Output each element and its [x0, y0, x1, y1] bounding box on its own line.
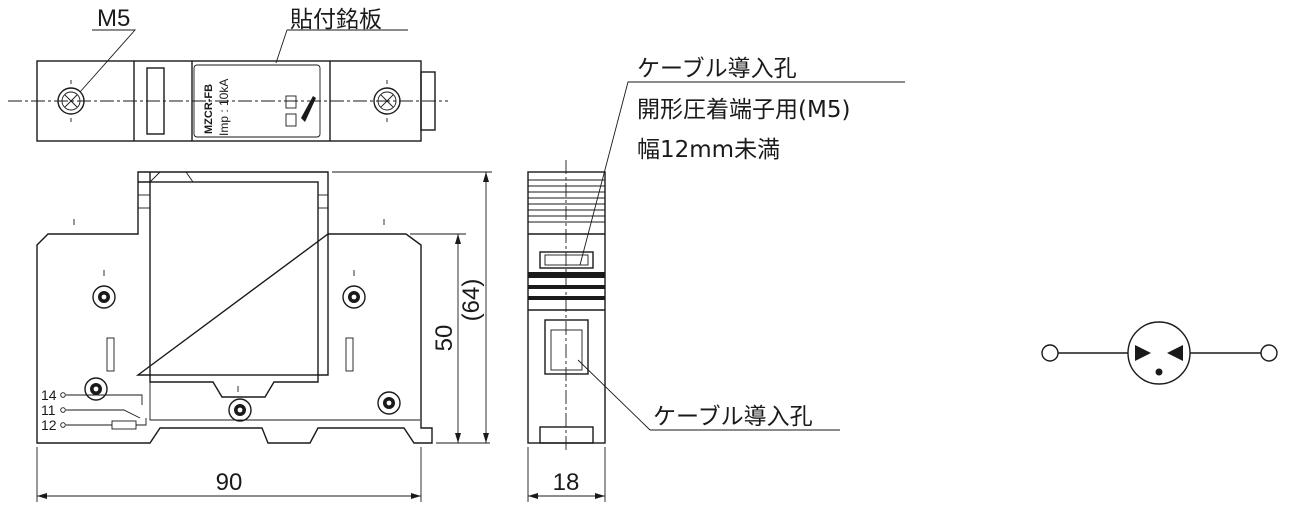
front-cartridge-outline [135, 172, 329, 398]
top-right-tab [420, 71, 436, 131]
cable-note-leader [579, 81, 905, 266]
screw-leader-line [79, 29, 137, 93]
lever-slot [146, 67, 165, 135]
front-view: 14 11 12 90 50 (64) [36, 171, 492, 502]
side-width-dimension: 18 [553, 469, 580, 496]
terminal-screw-icon-2 [342, 285, 366, 309]
side-vent-ribs [528, 179, 605, 223]
cable-hole-leader [577, 359, 840, 431]
cable-note-line-3: 幅12mm未満 [637, 137, 780, 163]
nameplate-leader-line [275, 29, 288, 64]
nameplate-model-text: MZCR-FB [203, 84, 215, 134]
side-dark-band-1 [528, 272, 605, 278]
terminal-label-12: 12 [41, 417, 57, 433]
symbol-arrow-left [1135, 345, 1151, 361]
nameplate-logo [301, 96, 316, 122]
front-cartridge-top [149, 171, 194, 183]
symbol-arrow-right [1167, 345, 1183, 361]
spd-symbol [1041, 321, 1278, 385]
cable-hole-lower [544, 319, 589, 375]
width-dimension: 90 [216, 469, 243, 496]
nameplate-label: 貼付銘板 [290, 7, 382, 33]
terminal-screw-icon-1 [92, 285, 116, 309]
terminal-screw-icon-4 [377, 391, 401, 415]
aux-contact-wiring [60, 392, 147, 430]
symbol-dot [1155, 368, 1163, 376]
cable-hole-upper [539, 251, 594, 269]
nameplate-rating-text: Imp : 10kA [217, 79, 231, 136]
terminal-screw-icon-3 [84, 377, 108, 401]
height-dimension: 50 [431, 325, 458, 352]
side-bottom-clip [539, 426, 594, 444]
symbol-circle [1127, 321, 1191, 385]
cable-note-line-2: 開形圧着端子用(M5) [637, 97, 850, 123]
nameplate-mark-1 [285, 95, 297, 109]
screw-icon-left [57, 87, 85, 115]
front-cartridge-inner [149, 181, 319, 376]
side-view: ケーブル導入孔 開形圧着端子用(M5) 幅12mm未満 ケーブル導入孔 18 [527, 56, 905, 502]
cable-hole-label: ケーブル導入孔 [653, 404, 813, 430]
symbol-terminal-right [1260, 344, 1278, 362]
screw-label: M5 [97, 5, 130, 32]
indicator-slot-left [106, 337, 115, 372]
front-body-outline [36, 171, 433, 444]
nameplate [193, 64, 321, 138]
indicator-slot-right [345, 337, 354, 372]
nameplate-mark-2 [285, 113, 297, 127]
terminal-label-11: 11 [41, 402, 56, 418]
cable-note-line-1: ケーブル導入孔 [637, 56, 797, 82]
terminal-label-14: 14 [41, 387, 57, 403]
screw-icon-right [373, 87, 401, 115]
terminal-screw-icon-5 [228, 398, 252, 422]
top-view: MZCR-FB Imp : 10kA M5 貼付銘板 [8, 5, 448, 142]
overall-height-dimension: (64) [458, 279, 485, 322]
symbol-terminal-left [1041, 344, 1059, 362]
front-base-inner [149, 375, 420, 421]
